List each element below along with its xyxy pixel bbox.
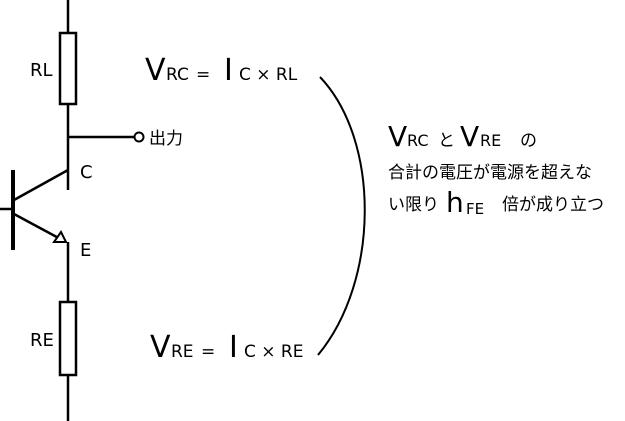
explanation-note: V RC と V RE の 合計の電圧が電源を超えな い限り h FE 倍が成り… (388, 120, 604, 219)
note-to: と (438, 131, 455, 151)
resistor-rl (58, 31, 78, 106)
note-v1: V (388, 120, 407, 153)
label-re: RE (30, 330, 54, 351)
note-v1-sub: RC (407, 131, 429, 150)
label-output: 出力 (149, 129, 183, 149)
eq-top-v: V (145, 53, 166, 88)
label-rl: RL (30, 60, 53, 81)
eq-top-v-sub: RC (166, 65, 189, 85)
eq-bottom-rest: C × RE (244, 342, 303, 362)
eq-top-i: I (224, 53, 233, 88)
label-emitter: E (80, 240, 91, 261)
eq-top-equals: = (196, 65, 210, 85)
note-line-3a: い限り (388, 195, 439, 215)
eq-bottom-i: I (229, 330, 238, 365)
eq-bottom-v-sub: RE (171, 342, 194, 362)
equation-bottom: V RE = I C × RE (150, 330, 303, 365)
output-terminal-icon (133, 131, 145, 143)
collector-lead (13, 168, 69, 202)
note-line-3b: 倍が成り立つ (502, 195, 604, 215)
note-v2: V (460, 120, 479, 153)
resistor-re (58, 300, 78, 377)
note-no: の (520, 131, 537, 151)
equation-top: V RC = I C × RL (145, 53, 298, 88)
eq-bottom-v: V (150, 330, 171, 365)
note-h: h (446, 186, 464, 219)
label-collector: C (80, 162, 93, 183)
eq-top-rest: C × RL (239, 65, 298, 85)
emitter-arrow-icon (52, 230, 68, 243)
note-line-2: 合計の電圧が電源を超えな (388, 163, 592, 183)
bracket-curve (317, 76, 366, 356)
note-h-sub: FE (466, 200, 484, 218)
eq-bottom-equals: = (201, 342, 215, 362)
note-v2-sub: RE (480, 131, 501, 150)
